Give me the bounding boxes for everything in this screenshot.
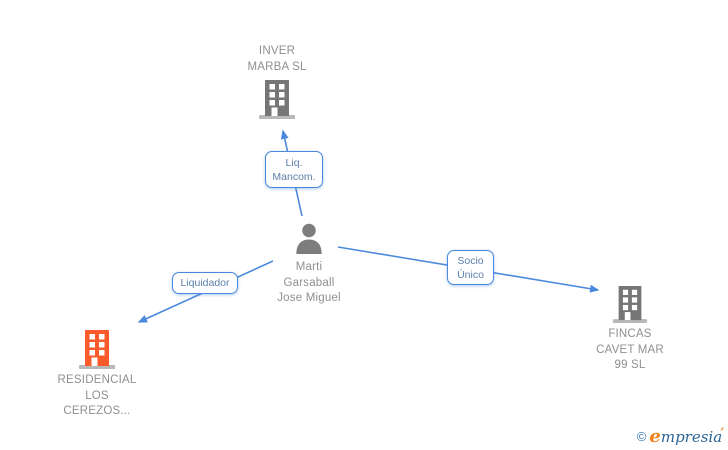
- building-icon: [79, 330, 115, 369]
- node-inver-marba[interactable]: INVER MARBA SL: [207, 44, 347, 119]
- logo-initial: e: [649, 426, 661, 447]
- logo-rest: mpresia: [660, 428, 723, 446]
- node-residencial-los-cerezos[interactable]: RESIDENCIAL LOS CEREZOS...: [27, 329, 167, 420]
- node-person-marti-garsaball[interactable]: Marti Garsaball Jose Miguel: [239, 223, 379, 307]
- node-fincas-label: FINCAS CAVET MAR 99 SL: [596, 328, 664, 371]
- empresia-logo[interactable]: ©empresiaʼ: [637, 426, 724, 447]
- node-inver-marba-label: INVER MARBA SL: [247, 45, 307, 73]
- node-person-label: Marti Garsaball Jose Miguel: [277, 261, 341, 304]
- copyright-icon: ©: [636, 429, 647, 444]
- edge-label-socio-unico: Socio Único: [447, 250, 494, 285]
- person-icon: [296, 223, 322, 254]
- building-icon: [259, 80, 295, 119]
- node-residencial-label: RESIDENCIAL LOS CEREZOS...: [57, 374, 137, 417]
- node-fincas-cavet-mar[interactable]: FINCAS CAVET MAR 99 SL: [560, 285, 700, 374]
- edge-label-liquidador: Liquidador: [172, 272, 238, 294]
- logo-accent-mark: ʼ: [720, 426, 724, 439]
- building-icon: [612, 286, 648, 323]
- edge-label-liq-mancom: Liq. Mancom.: [265, 151, 323, 188]
